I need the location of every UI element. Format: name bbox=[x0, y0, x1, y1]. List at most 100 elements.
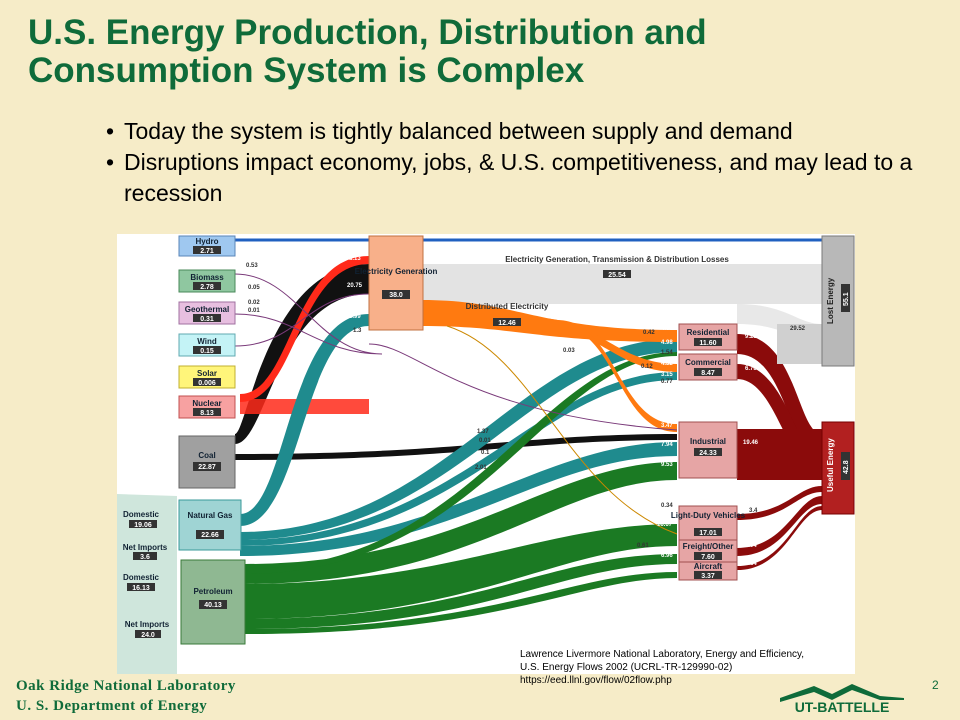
flow-label: 0.02 bbox=[248, 300, 260, 306]
flow-gas-to-elec bbox=[240, 314, 369, 526]
sector-light-duty-vehicles: Light-Duty Vehicles 17.01 bbox=[671, 505, 746, 541]
flow-label: 0.61 bbox=[637, 543, 649, 549]
sector-label: Industrial bbox=[690, 437, 726, 446]
flow-industrial-to-useful bbox=[737, 429, 822, 480]
flow-label: 1.54 bbox=[661, 350, 673, 356]
lost-energy-node: Lost Energy 55.1 bbox=[821, 235, 855, 367]
source-petroleum: Petroleum 40.13 bbox=[180, 559, 246, 645]
node-value: 38.0 bbox=[389, 292, 403, 299]
flow-label: 0.53 bbox=[246, 263, 258, 269]
flow-label: 3.37 bbox=[661, 568, 673, 574]
flow-losses bbox=[422, 264, 822, 304]
source-nuclear: Nuclear 8.13 bbox=[178, 395, 236, 419]
bullet-item: Today the system is tightly balanced bet… bbox=[106, 116, 936, 147]
flow-small-lines bbox=[234, 273, 678, 431]
flow-label: 16.67 bbox=[657, 522, 673, 528]
slide-title: U.S. Energy Production, Distribution and… bbox=[28, 14, 948, 90]
sector-value: 24.33 bbox=[699, 450, 717, 457]
source-label: Natural Gas bbox=[188, 511, 233, 520]
flow-elec-to-industrial bbox=[557, 320, 677, 432]
flow-dist-small-line bbox=[446, 325, 678, 535]
sector-freight-other: Freight/Other 7.60 bbox=[678, 539, 738, 563]
electricity-generation-node: Electricity Generation 38.0 bbox=[355, 235, 437, 331]
source-biomass: Biomass 2.78 bbox=[178, 269, 236, 293]
flow-ldv-to-useful bbox=[737, 486, 822, 520]
distributed-value: 12.46 bbox=[498, 320, 516, 327]
source-value: 0.006 bbox=[198, 380, 216, 387]
source-value: 8.13 bbox=[200, 410, 214, 417]
flow-pet-to-industrial bbox=[245, 462, 677, 584]
ng-net-imports: Net Imports 3.6 bbox=[123, 543, 168, 561]
flow-label: 3.15 bbox=[661, 372, 673, 378]
sector-commercial: Commercial 8.47 bbox=[678, 353, 738, 381]
flow-label: 4.98 bbox=[661, 340, 673, 346]
import-label: Domestic bbox=[123, 510, 160, 519]
title-line-2: Consumption System is Complex bbox=[28, 51, 585, 90]
import-label: Net Imports bbox=[123, 543, 168, 552]
output-value: 42.8 bbox=[843, 460, 850, 474]
flow-label: 19.46 bbox=[743, 440, 759, 446]
flow-coal-to-elec bbox=[235, 264, 369, 444]
sector-label: Light-Duty Vehicles bbox=[671, 511, 746, 520]
source-geothermal: Geothermal 0.31 bbox=[178, 301, 236, 325]
import-value: 16.13 bbox=[132, 585, 150, 592]
energy-flow-diagram: Hydro 2.71 Biomass 2.78 Geothermal 0.31 … bbox=[117, 234, 855, 674]
output-label: Useful Energy bbox=[826, 438, 835, 492]
flow-label: 3.4 bbox=[749, 508, 758, 514]
ut-battelle-logo: UT-BATTELLE bbox=[780, 684, 904, 715]
sector-aircraft: Aircraft 3.37 bbox=[678, 561, 738, 581]
flow-label: 6.78 bbox=[745, 366, 757, 372]
source-label: Biomass bbox=[190, 273, 224, 282]
flow-label: 1.3 bbox=[353, 328, 362, 334]
flow-label: 0.42 bbox=[643, 330, 655, 336]
import-value: 19.06 bbox=[134, 522, 152, 529]
sector-label: Commercial bbox=[685, 358, 731, 367]
flow-label: 4.64 bbox=[661, 326, 673, 332]
flow-label: 4.32 bbox=[661, 361, 673, 367]
flow-pet-to-aircraft bbox=[245, 572, 677, 634]
sector-residential: Residential 11.60 bbox=[678, 323, 738, 351]
sector-value: 11.60 bbox=[699, 340, 716, 347]
source-value: 0.31 bbox=[200, 316, 214, 323]
flow-label: 6.96 bbox=[661, 553, 673, 559]
flow-label: 0.12 bbox=[641, 364, 653, 370]
sector-value: 7.60 bbox=[701, 554, 715, 561]
source-value: 40.13 bbox=[204, 602, 222, 609]
flow-label: 20.75 bbox=[347, 283, 363, 289]
flow-label: 9.53 bbox=[661, 462, 673, 468]
source-label: Wind bbox=[197, 337, 217, 346]
bullet-list: Today the system is tightly balanced bet… bbox=[106, 116, 936, 209]
flow-label: 0.1 bbox=[481, 450, 490, 456]
flow-label: 2.01 bbox=[475, 465, 487, 471]
distributed-label: Distributed Electricity bbox=[466, 302, 549, 311]
flow-label: 0.84 bbox=[745, 561, 757, 567]
sector-value: 3.37 bbox=[701, 573, 715, 580]
source-label: Geothermal bbox=[185, 305, 229, 314]
sector-label: Freight/Other bbox=[683, 542, 734, 551]
flow-label: 0.34 bbox=[661, 503, 673, 509]
bullet-item: Disruptions impact economy, jobs, & U.S.… bbox=[106, 147, 936, 209]
import-value: 24.0 bbox=[141, 632, 155, 639]
source-value: 22.87 bbox=[198, 464, 216, 471]
flow-aircraft-to-useful bbox=[737, 506, 822, 570]
flow-elec-to-commercial bbox=[537, 318, 677, 372]
flow-label: 0.77 bbox=[661, 379, 673, 385]
flow-label: 29.52 bbox=[790, 326, 806, 332]
flow-label: 8.13 bbox=[349, 256, 361, 262]
flow-label: 3.47 bbox=[661, 423, 673, 429]
source-value: 2.71 bbox=[200, 248, 214, 255]
useful-energy-node: Useful Energy 42.8 bbox=[821, 421, 855, 515]
source-value: 2.78 bbox=[200, 284, 214, 291]
pet-domestic: Domestic 16.13 bbox=[123, 573, 160, 592]
flow-freight-to-useful bbox=[737, 496, 822, 556]
flow-label: 0.01 bbox=[479, 438, 491, 444]
flow-label: 5.99 bbox=[349, 314, 361, 320]
sector-label: Aircraft bbox=[694, 562, 723, 571]
source-value: 0.15 bbox=[200, 348, 214, 355]
sector-value: 8.47 bbox=[701, 370, 715, 377]
import-label: Net Imports bbox=[125, 620, 170, 629]
sector-value: 17.01 bbox=[699, 530, 717, 537]
flow-pet-to-freight bbox=[245, 554, 677, 629]
source-label: Solar bbox=[197, 369, 217, 378]
output-label: Lost Energy bbox=[826, 277, 835, 324]
